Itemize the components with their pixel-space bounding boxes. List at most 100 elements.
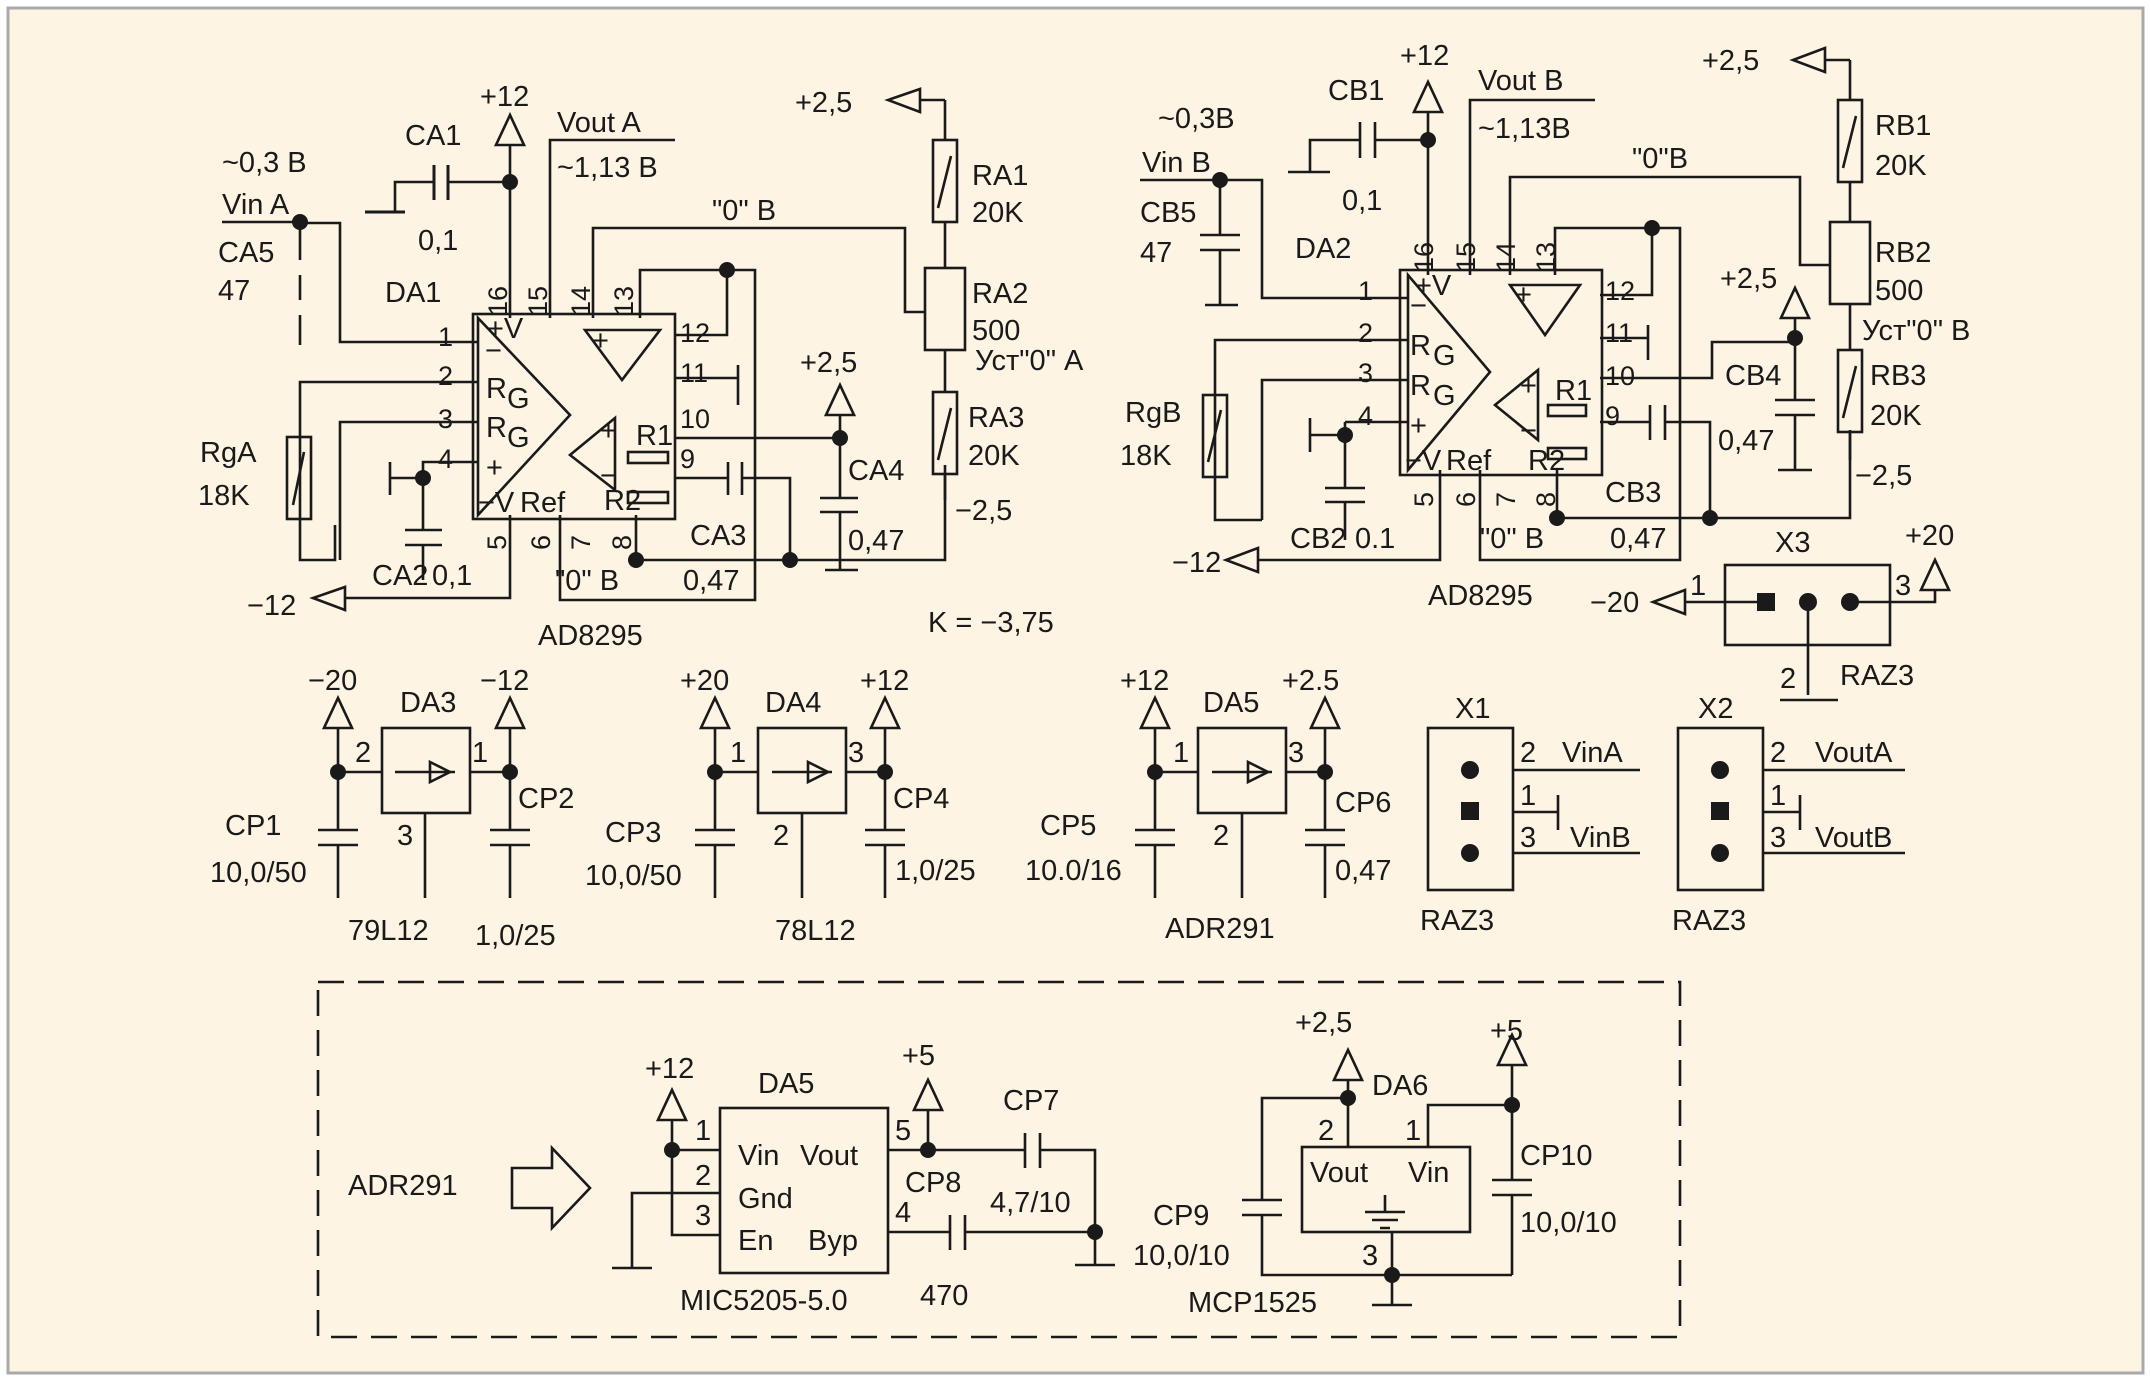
da2-r1-label: R1 [1555,375,1592,407]
ca2-label: CA2 [372,560,428,592]
rgb-value: 18K [1120,440,1172,472]
da1-minus-label: − [485,335,502,367]
mcp-pin3: 3 [1362,1240,1378,1272]
x2-connector: X2 2 1 3 VoutA VoutB RAZ3 [1672,693,1905,937]
cp9-value: 10,0/10 [1133,1240,1230,1272]
da2-pin-5: 5 [1409,492,1439,507]
da2-pin-11: 11 [1605,318,1633,348]
ca4-plus25-label: +2,5 [800,347,857,379]
ra3-value: 20K [968,440,1020,472]
mic-en-label: En [738,1225,773,1257]
da4-pin-in: 1 [730,737,746,769]
regulator-da4: +20 +12 DA4 1 3 2 CP3 10,0/50 CP4 1,0/25… [585,665,976,947]
cb4-label: CB4 [1725,360,1781,392]
ca3-value: 0,47 [683,565,739,597]
cb5-value: 47 [1140,237,1172,269]
cb1-value: 0,1 [1342,185,1382,217]
da2-ref-minus: − [1520,415,1537,447]
channel-a: 1 2 3 4 12 11 10 9 16 15 14 13 5 6 7 8 +… [198,81,1084,652]
da1-plus12-label: +12 [480,81,529,113]
da2-g1-label: G [1433,340,1456,372]
x1-pin3: 3 [1520,822,1536,854]
da1-pin-11: 11 [680,358,708,388]
regulator-da3: −20 −12 DA3 2 1 3 CP1 10,0/50 CP2 1,0/25… [210,665,574,952]
rb1-value: 20K [1875,150,1927,182]
cb4-value: 0,47 [1718,425,1774,457]
da1-minus12-label: −12 [247,590,296,622]
ra3-minus25-label: −2,5 [955,495,1012,527]
da3-pin-in: 2 [355,737,371,769]
da1-pin-15: 15 [523,286,553,316]
da1-pin-16: 16 [483,286,513,316]
da2-pin-7: 7 [1491,492,1521,507]
da1-vplus-label: +V [487,313,524,345]
da2-buf-plus: + [1515,279,1532,311]
da1-buffer-amp [582,328,663,383]
regulator-da5: +12 +2.5 DA5 1 3 2 CP5 10.0/16 CP6 0,47 … [1025,665,1391,945]
x2-pin1: 1 [1770,780,1786,812]
da2-minus12-label: −12 [1172,547,1221,579]
da1-pin-12: 12 [680,318,710,348]
da2-pin-9: 9 [1605,401,1620,431]
mcp-plus5-label: +5 [1490,1015,1523,1047]
da1-pin-8: 8 [607,535,637,550]
da1-pin-4: 4 [438,444,453,474]
cb1-label: CB1 [1328,75,1384,107]
vout-a-label: Vout A [557,107,642,139]
da2-vminus-label: −V [1405,445,1442,477]
cb2-value: 0.1 [1355,523,1395,555]
ra2-value: 500 [972,315,1020,347]
da1-rg1-label: R [486,373,507,405]
da2-pin-12: 12 [1605,276,1635,306]
da2-pin-10: 10 [1605,361,1635,391]
cp4-value: 1,0/25 [895,855,976,887]
substitution-panel: ADR291 Vin Gnd En Vout Byp DA5 MIC5205-5… [316,980,1682,1339]
cb5-label: CB5 [1140,197,1196,229]
cp2-value: 1,0/25 [475,920,556,952]
da2-g2-label: G [1433,380,1456,412]
cp8-label: CP8 [905,1167,961,1199]
da5-pin-out: 3 [1288,737,1304,769]
cp6-value: 0,47 [1335,855,1391,887]
x1-name: X1 [1455,693,1490,725]
cp4-label: CP4 [893,783,949,815]
ra1-plus25-label: +2,5 [795,87,852,119]
da2-r2-label: R2 [1528,445,1565,477]
x3-pin3: 3 [1895,570,1911,602]
ra2-label: RA2 [972,278,1028,310]
da5-part: ADR291 [1165,913,1275,945]
da1-pin-2: 2 [438,361,453,391]
zero-a-label: "0" В [712,195,776,227]
diagram-background [6,6,2145,1375]
da4-name: DA4 [765,687,821,719]
ca1-label: CA1 [405,120,461,152]
cp6-label: CP6 [1335,787,1391,819]
zero-a-label2: "0" В [555,565,619,597]
da2-pin-16: 16 [1409,242,1439,272]
da4-part: 78L12 [775,915,856,947]
zero-b-label2: "0" В [1480,523,1544,555]
cp2-label: CP2 [518,783,574,815]
da2-pin-6: 6 [1451,492,1481,507]
ca2-value: 0,1 [432,560,472,592]
da1-pin-1: 1 [438,322,453,352]
da1-ref-minus: − [600,460,617,492]
x3-plus20: +20 [1905,520,1954,552]
mic-pin5: 5 [895,1115,911,1147]
da4-output-rail: +12 [860,665,909,697]
da5-pin-in: 1 [1173,737,1189,769]
rga-value: 18K [198,480,250,512]
x3-minus20: −20 [1590,587,1639,619]
x2-signal-voutb: VoutB [1815,822,1892,854]
da1-plus-label: + [486,452,503,484]
cp1-label: CP1 [225,810,281,842]
da1-pin-7: 7 [566,535,596,550]
da1-ref-label: Ref [520,487,566,519]
da1-name: DA1 [385,277,441,309]
da2-pin-8: 8 [1531,492,1561,507]
x1-signal-vina: VinA [1562,737,1623,769]
x1-pin1: 1 [1520,780,1536,812]
da4-input-rail: +20 [680,665,729,697]
ra3-label: RA3 [968,402,1024,434]
vin-a-level: ~0,3 В [222,147,307,179]
